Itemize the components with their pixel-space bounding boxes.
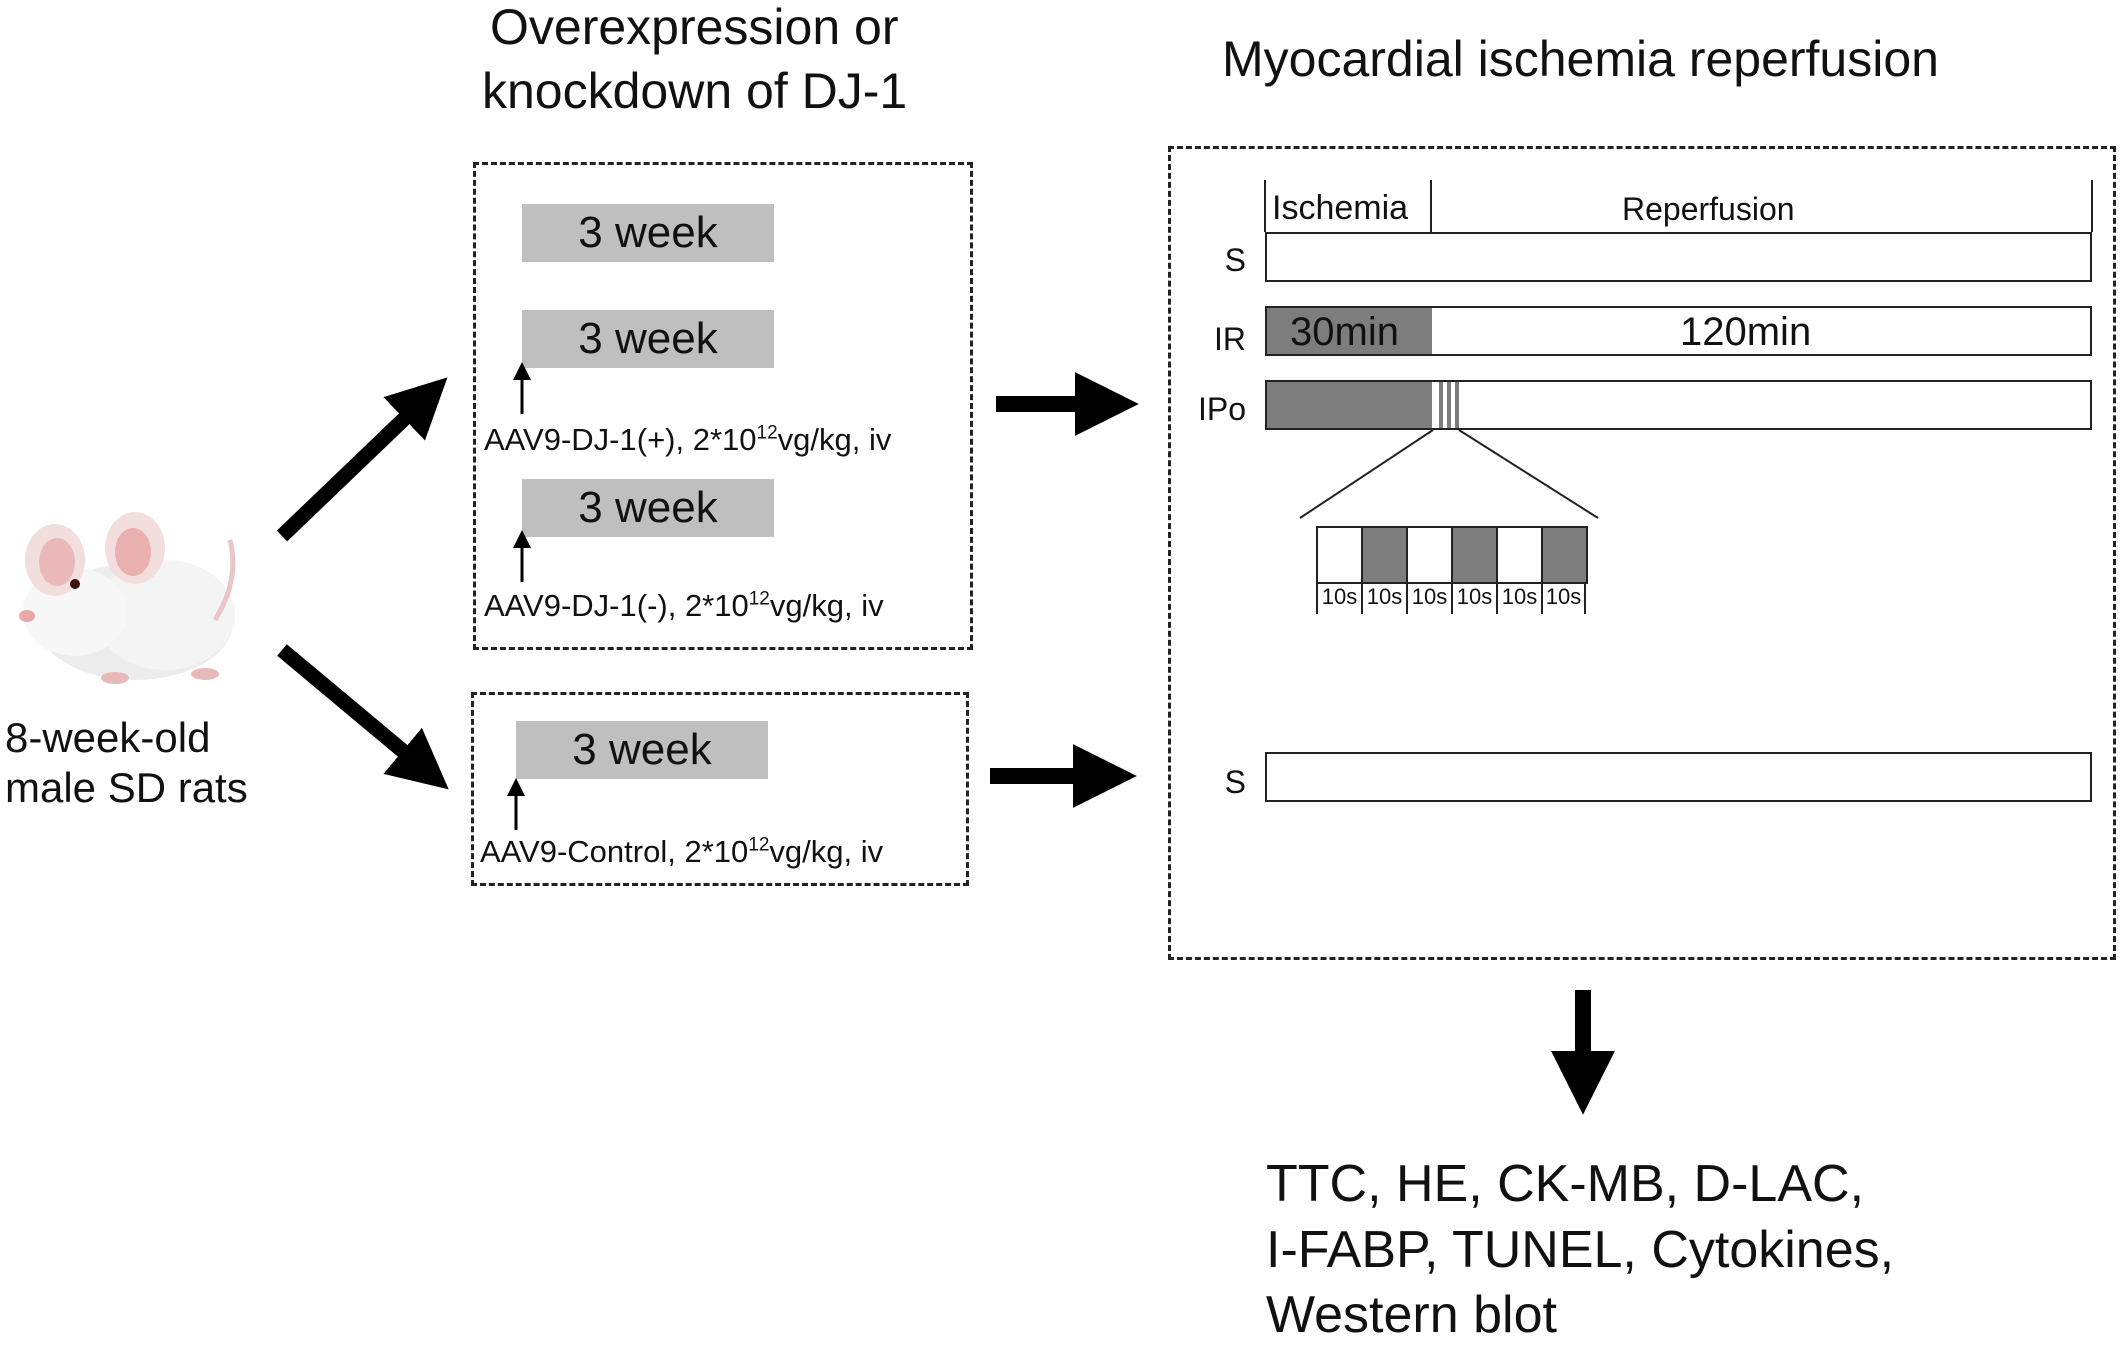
injection-prefix: AAV9-DJ-1(+), 2*10 [484,422,757,457]
injection-suffix: vg/kg, iv [769,588,884,623]
cycle-ischemia-cell [1451,526,1498,584]
injection-exponent: 12 [748,834,770,856]
cycle-ischemia-cell [1361,526,1408,584]
injection-label-dj1-minus: AAV9-DJ-1(-), 2*1012vg/kg, iv [484,588,884,624]
cycle-duration-label: 10s [1406,584,1451,614]
arrow-to-control-group [277,644,449,790]
injection-exponent: 12 [756,422,778,444]
injection-suffix: vg/kg, iv [777,422,892,457]
ir-ischemia-segment [1267,308,1432,354]
week-bar-dj1-minus: 3 week [522,479,774,537]
zoom-line-right [1458,429,1599,519]
dj1-groups-box [473,162,973,650]
ipo-cycle-stripe [1455,382,1459,428]
heading-overexpression-line2: knockdown of DJ-1 [482,63,908,119]
protocol-bar-sham [1265,232,2092,282]
row-label-s: S [1224,242,1246,278]
cycle-duration-label: 10s [1361,584,1406,614]
cycle-reperfusion-cell [1496,526,1543,584]
week-bar-dj1-plus: 3 week [522,310,774,368]
cycle-reperfusion-cell [1406,526,1453,584]
injection-label-control: AAV9-Control, 2*1012vg/kg, iv [480,834,883,870]
row-label-s-control: S [1224,764,1246,800]
protocol-bar-ipo [1265,380,2092,430]
ir-reperfusion-duration: 120min [1680,310,1812,354]
phase-label-ischemia: Ischemia [1272,189,1409,227]
heading-myocardial: Myocardial ischemia reperfusion [1222,31,1939,87]
outcomes-line1: TTC, HE, CK-MB, D-LAC, [1266,1155,1865,1213]
cycle-duration-label: 10s [1541,584,1586,614]
injection-label-dj1-plus: AAV9-DJ-1(+), 2*1012vg/kg, iv [484,422,891,458]
subject-label-line2: male SD rats [5,764,248,811]
injection-prefix: AAV9-DJ-1(-), 2*10 [484,588,749,623]
injection-arrow [513,530,531,582]
control-group-box [471,692,969,886]
cycle-duration-label: 10s [1496,584,1541,614]
injection-suffix: vg/kg, iv [769,834,884,869]
cycle-duration-label: 10s [1316,584,1361,614]
ipo-cycle-stripe [1447,382,1451,428]
row-label-ir: IR [1214,321,1246,357]
outcomes-line2: I-FABP, TUNEL, Cytokines, [1266,1221,1895,1279]
ipo-ischemia-segment [1267,382,1432,428]
week-bar-sham: 3 week [522,204,774,262]
ir-ischemia-duration: 30min [1290,310,1399,354]
zoom-line-left [1299,429,1434,519]
protocol-bar-ir [1265,306,2092,356]
rat-illustration [5,500,245,690]
injection-prefix: AAV9-Control, 2*10 [480,834,749,869]
ipo-cycle-stripe [1439,382,1443,428]
week-bar-control: 3 week [516,721,768,779]
row-label-ipo: IPo [1197,391,1246,427]
cycle-reperfusion-cell [1316,526,1363,584]
cycle-ischemia-cell [1541,526,1588,584]
injection-arrow [507,778,525,830]
heading-overexpression-line1: Overexpression or [490,0,899,55]
protocol-bar-sham-control [1265,752,2092,802]
outcomes-line3: Western blot [1266,1286,1557,1344]
phase-label-reperfusion: Reperfusion [1622,191,1795,227]
injection-arrow [513,362,531,414]
cycle-duration-label: 10s [1451,584,1496,614]
subject-label-line1: 8-week-old [5,714,211,761]
injection-exponent: 12 [748,588,770,610]
arrow-to-dj1-groups [276,377,448,542]
protocol-box [1168,146,2116,960]
